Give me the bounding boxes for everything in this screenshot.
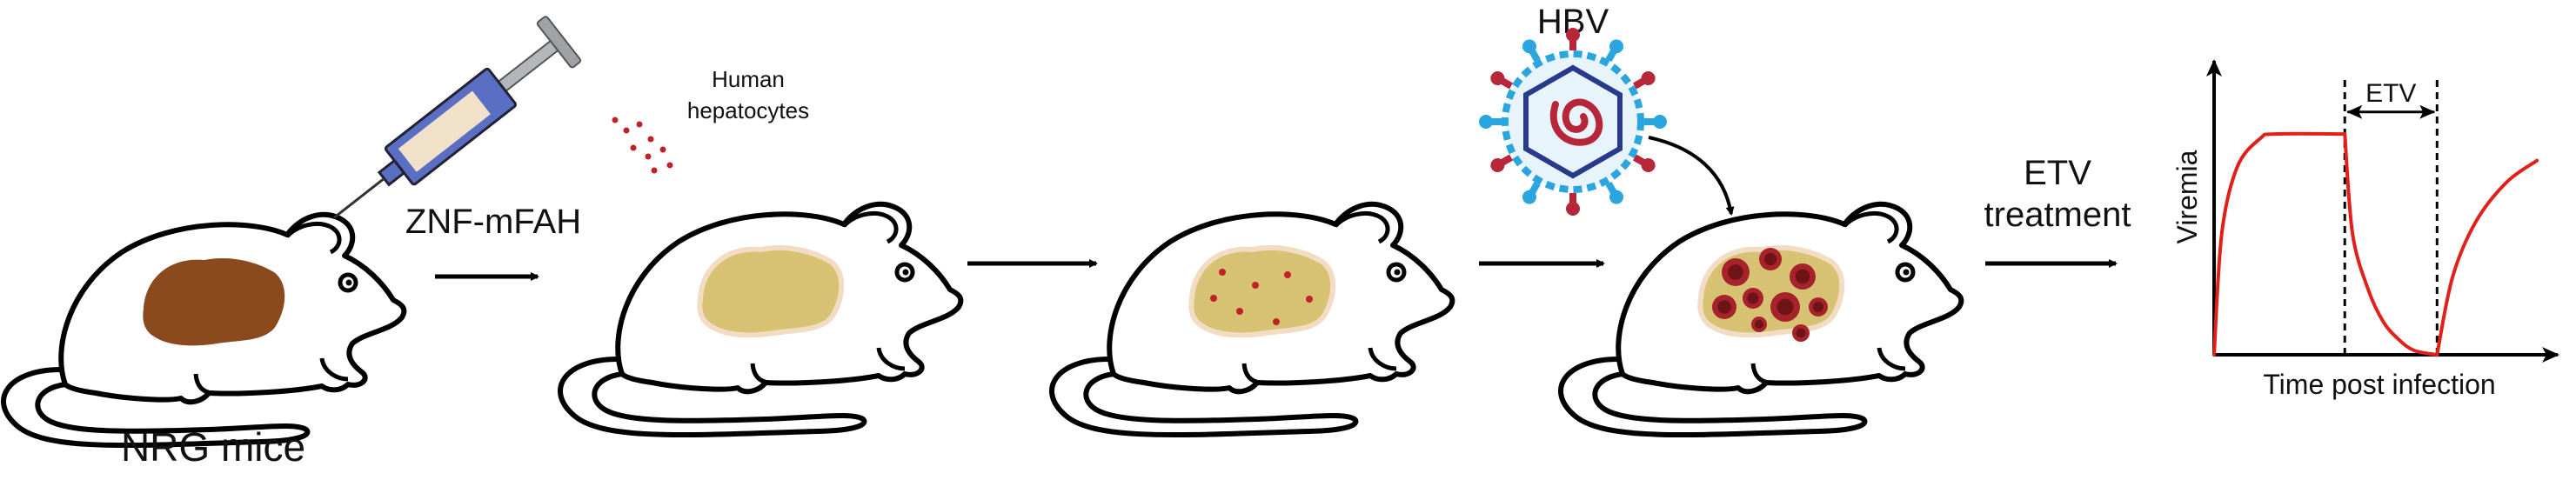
label-human: Human — [712, 66, 785, 92]
mouse-liver-engrafted — [1191, 248, 1333, 335]
x-axis-label: Time post infection — [2263, 369, 2495, 400]
syringe-cell-dot — [645, 153, 652, 160]
syringe-cell-dot — [651, 167, 658, 174]
etv-window-label: ETV — [2365, 79, 2416, 108]
syringe-cell-dot — [612, 117, 619, 123]
syringe-cells — [612, 117, 673, 174]
label-hepatocytes: hepatocytes — [687, 97, 809, 123]
syringe-cell-dot — [623, 127, 630, 134]
mouse-liver-depleted — [699, 248, 841, 335]
human-hepatocyte-dots — [1210, 269, 1313, 325]
mouse-infected — [1561, 204, 1961, 435]
viremia-series-3 — [2435, 158, 2539, 357]
syringe-icon — [333, 16, 582, 219]
label-znf-mfah: ZNF-mFAH — [405, 203, 581, 241]
infected-nodules — [1712, 248, 1828, 342]
mouse-liver — [143, 257, 285, 346]
mouse-nrg — [3, 215, 404, 445]
arrow-infection — [1648, 136, 1735, 216]
syringe-cell-dot — [647, 136, 654, 143]
label-etv: ETV — [2024, 154, 2091, 192]
label-treatment: treatment — [1984, 196, 2131, 234]
syringe-cell-dot — [630, 144, 637, 151]
label-nrg-mice: NRG mice — [121, 424, 305, 470]
syringe-cell-dot — [666, 162, 673, 169]
syringe-cell-dot — [659, 146, 666, 153]
syringe-cell-dot — [636, 121, 643, 128]
mouse-engrafted — [1052, 204, 1452, 435]
y-axis-label: Viremia — [2171, 150, 2203, 243]
viremia-series-1 — [2212, 131, 2347, 357]
hbv-virus-icon — [1479, 28, 1667, 216]
mouse-mfah — [560, 204, 960, 435]
viremia-series-2 — [2343, 132, 2439, 357]
